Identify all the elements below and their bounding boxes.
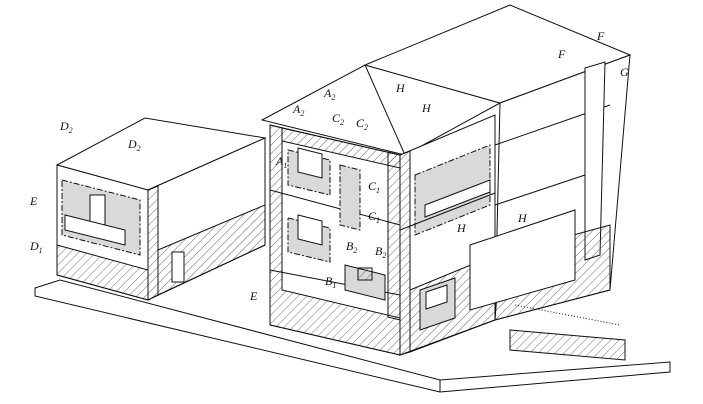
annex [469,209,576,311]
label-h: H [456,221,467,235]
label-d2: D2 [127,137,141,153]
label-a1: A1 [275,154,287,170]
label-e: E [249,289,258,303]
label-c2: C2 [356,116,368,132]
label-c1: C1 [368,209,380,225]
label-h: H [421,101,432,115]
label-b2: B2 [346,239,357,255]
label-b2: B2 [375,244,386,260]
label-a2: A2 [323,86,335,102]
label-b1: B1 [325,274,336,290]
label-c2: C2 [332,111,344,127]
label-h: H [395,81,406,95]
label-f: F [596,29,605,43]
label-e: E [29,194,38,208]
label-d2: D2 [59,119,73,135]
label-f: F [557,47,566,61]
label-a2: A2 [292,102,304,118]
label-d1: D1 [29,239,43,255]
label-g: G [620,65,629,79]
label-h: H [517,211,528,225]
dimension-labels: D2 D2 E D1 A2 A2 C2 C2 A1 C1 C1 B2 B2 B1… [29,29,629,303]
ground-slab [34,279,671,393]
label-c1: C1 [368,179,380,195]
